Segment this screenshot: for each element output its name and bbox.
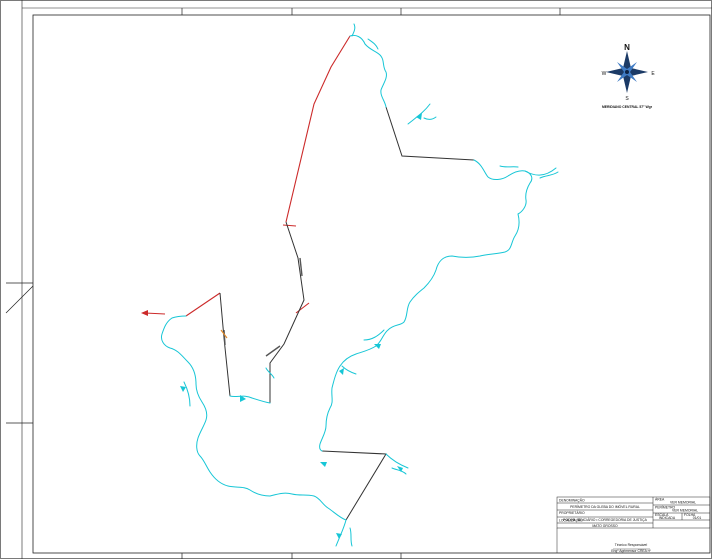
boundary-black-south: [321, 450, 387, 521]
tb-row2-value: PODER JUDICIÁRIO • CORREGEDORIA DE JUSTI…: [563, 518, 647, 522]
boundary-red-tick: [282, 224, 297, 227]
boundary-black-middle: [269, 221, 305, 403]
river-tributary-east-2: [539, 171, 559, 179]
boundary-red-north: [285, 35, 351, 223]
tb-row2-label: PROPRIETÁRIO: [559, 511, 585, 515]
river-tributary-top-2: [367, 38, 379, 50]
river-interior-stream-2: [265, 367, 275, 379]
compass-east-label: E: [651, 71, 655, 77]
tb-row1-label: DENOMINAÇÃO: [559, 498, 585, 503]
compass-south-label: S: [625, 96, 629, 102]
river-south-outflow: [335, 519, 347, 547]
tb-right3-label: ESCALA: [655, 513, 669, 517]
tb-row1-value: PERÍMETRO DA GLEBA DO IMÓVEL RURAL: [570, 504, 640, 509]
title-block: [556, 496, 711, 553]
grid-ticks: [5, 8, 561, 559]
river-south-outflow-2: [349, 527, 353, 547]
boundary-orange-mark: [220, 329, 228, 339]
river-west-cove: [229, 395, 271, 404]
meridian-note: MERIDIANO CENTRAL 57° Wgr: [602, 105, 653, 109]
compass-rose-icon: [606, 51, 648, 93]
compass-north-label: N: [624, 43, 630, 52]
river-interior-stream: [183, 381, 191, 407]
boundary-red-west: [185, 292, 221, 317]
tb-right2-value: VER MEMORIAL: [672, 509, 698, 513]
river-south-west-bank: [161, 315, 347, 521]
boundary-red-tick-2: [295, 302, 310, 314]
rivers: [161, 23, 559, 547]
river-tributary-east-3: [499, 165, 519, 168]
river-tributary-mid: [363, 329, 385, 341]
river-tributary-south-2: [391, 467, 407, 475]
river-tributary-ne-2: [423, 116, 437, 120]
river-tributary-east: [524, 167, 557, 176]
river-east-bank: [319, 159, 533, 452]
boundary-red: [185, 35, 351, 317]
boundary-black-top: [385, 106, 475, 161]
boundary-dash-labels: [223, 257, 303, 357]
tb-right4-value: 01/01: [693, 516, 702, 520]
tb-right1-label: ÁREA: [655, 498, 665, 502]
boundary-black: [219, 106, 475, 521]
river-tributary-top: [351, 23, 356, 37]
signature-line-2: Engº Agrimensor CREA nº: [611, 549, 651, 553]
tb-right3-value: INDICADA: [659, 516, 676, 520]
flow-arrow-icon: [180, 113, 422, 539]
river-tributary-mid-2: [341, 365, 357, 375]
compass-west-label: W: [602, 71, 607, 77]
river-tributary-ne: [407, 103, 431, 125]
direction-arrow-icon: [141, 310, 166, 316]
river-tributary-south: [385, 453, 409, 469]
tb-right4-label: FOLHA: [684, 513, 696, 517]
tb-right1-value: VER MEMORIAL: [670, 501, 696, 505]
tb-right2-label: PERÍMETRO: [655, 506, 676, 510]
tb-row3-value: MATO GROSSO: [592, 524, 618, 528]
tb-row3-label: LOCALIZAÇÃO: [559, 518, 583, 523]
signature-line-1: Técnico Responsável: [615, 543, 648, 547]
river-north-east-bank: [349, 34, 387, 108]
